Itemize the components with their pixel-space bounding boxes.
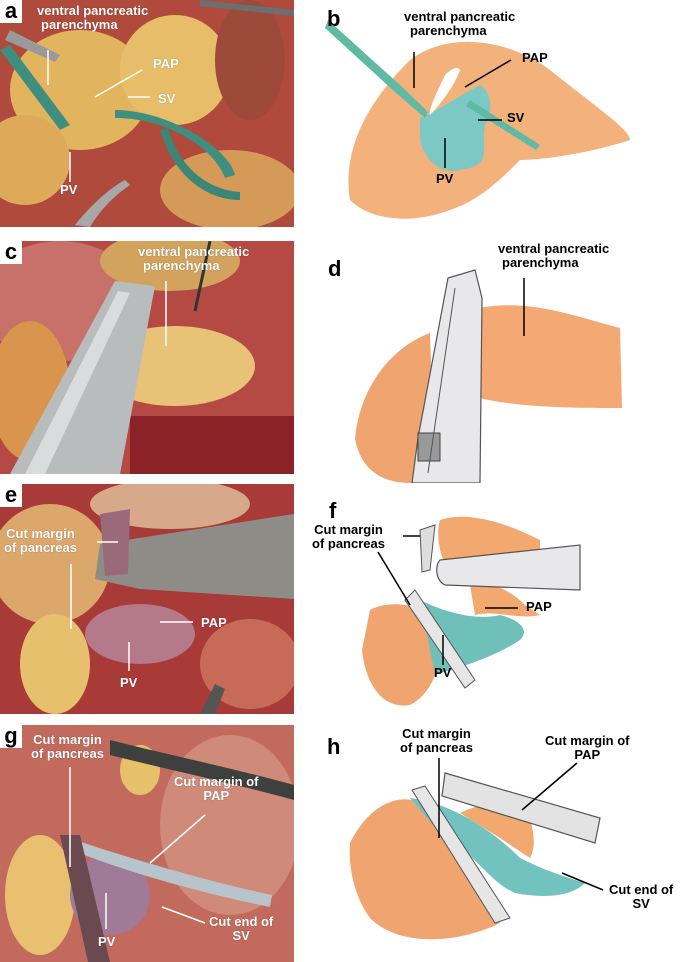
panel-d-image	[355, 269, 622, 483]
panel-letter: h	[327, 734, 341, 759]
label-line: parenchyma	[410, 23, 487, 38]
panel-e-image	[0, 484, 294, 714]
panel-letter: g	[0, 725, 22, 748]
label-line: ventral pancreatic	[138, 244, 250, 259]
label-ventral-pancreatic-parenchyma: ventral pancreatic parenchyma	[498, 242, 609, 270]
label-line: Cut end of	[209, 914, 274, 929]
label-line: of pancreas	[4, 540, 77, 555]
label-pv: PV	[120, 675, 138, 690]
label-line: ventral pancreatic	[37, 3, 149, 18]
label-line: SV	[232, 928, 250, 943]
label-pv: PV	[98, 934, 116, 949]
panel-b-image	[325, 20, 630, 219]
label-line: Cut margin	[6, 526, 75, 541]
label-pap: PAP	[522, 50, 548, 65]
panel-h-drawing: h Cut margin of pancreas Cut margin of P…	[300, 718, 685, 962]
panel-letter: e	[0, 484, 22, 507]
panel-f-drawing: f Cut margin of pancreas PAP PV	[300, 490, 685, 715]
panel-c-image	[0, 241, 294, 474]
label-line: PAP	[203, 788, 230, 803]
panel-a-photo: a ventral pancreatic parenchyma PAP SV P…	[0, 0, 294, 227]
label-sv: SV	[158, 91, 176, 106]
panel-d-drawing: d ventral pancreatic parenchyma	[300, 238, 685, 483]
label-cut-end-of-sv: Cut end of SV	[209, 915, 273, 943]
label-cut-margin-of-pancreas: Cut margin of pancreas	[400, 727, 473, 755]
panel-h-image	[349, 772, 601, 940]
label-line: of pancreas	[31, 746, 104, 761]
label-ventral-pancreatic-parenchyma: ventral pancreatic parenchyma	[404, 10, 515, 38]
label-pv: PV	[436, 171, 454, 186]
label-cut-margin-of-pap: Cut margin of PAP	[174, 775, 259, 803]
label-cut-margin-of-pap: Cut margin of PAP	[545, 734, 630, 762]
panel-letter: f	[329, 498, 337, 523]
label-line: parenchyma	[143, 258, 220, 273]
panel-b-drawing: b ventral pancreatic parenchyma PAP SV P…	[300, 0, 685, 235]
panel-g-photo: g Cut margin of pancreas Cut margin of P…	[0, 725, 294, 962]
label-line: PAP	[574, 747, 601, 762]
label-sv: SV	[507, 110, 525, 125]
panel-a-image	[0, 0, 294, 227]
label-pap: PAP	[153, 56, 179, 71]
label-ventral-pancreatic-parenchyma: ventral pancreatic parenchyma	[138, 245, 249, 273]
label-line: Cut margin	[33, 732, 102, 747]
label-pv: PV	[60, 182, 78, 197]
label-line: parenchyma	[41, 17, 118, 32]
label-line: Cut margin	[314, 522, 383, 537]
label-line: Cut margin of	[545, 733, 630, 748]
panel-letter: c	[0, 241, 22, 264]
label-line: of pancreas	[312, 536, 385, 551]
label-line: parenchyma	[502, 255, 579, 270]
panel-f-image	[362, 516, 581, 706]
panel-letter: a	[0, 0, 22, 23]
label-line: of pancreas	[400, 740, 473, 755]
label-line: Cut end of	[609, 882, 674, 897]
label-pap: PAP	[201, 615, 227, 630]
label-line: ventral pancreatic	[404, 9, 516, 24]
panel-letter: d	[328, 256, 342, 281]
label-pap: PAP	[526, 599, 552, 614]
label-cut-margin-of-pancreas: Cut margin of pancreas	[4, 527, 77, 555]
label-line: Cut margin	[402, 726, 471, 741]
panel-g-image	[0, 725, 294, 962]
label-line: ventral pancreatic	[498, 241, 610, 256]
label-pv: PV	[434, 665, 452, 680]
label-cut-end-of-sv: Cut end of SV	[609, 883, 673, 911]
label-cut-margin-of-pancreas: Cut margin of pancreas	[312, 523, 385, 551]
label-cut-margin-of-pancreas: Cut margin of pancreas	[31, 733, 104, 761]
label-line: SV	[632, 896, 650, 911]
label-line: Cut margin of	[174, 774, 259, 789]
panel-c-photo: c ventral pancreatic parenchyma	[0, 241, 294, 474]
label-ventral-pancreatic-parenchyma: ventral pancreatic parenchyma	[37, 4, 148, 32]
panel-letter: b	[327, 6, 341, 31]
panel-e-photo: e Cut margin of pancreas PAP PV	[0, 484, 294, 714]
